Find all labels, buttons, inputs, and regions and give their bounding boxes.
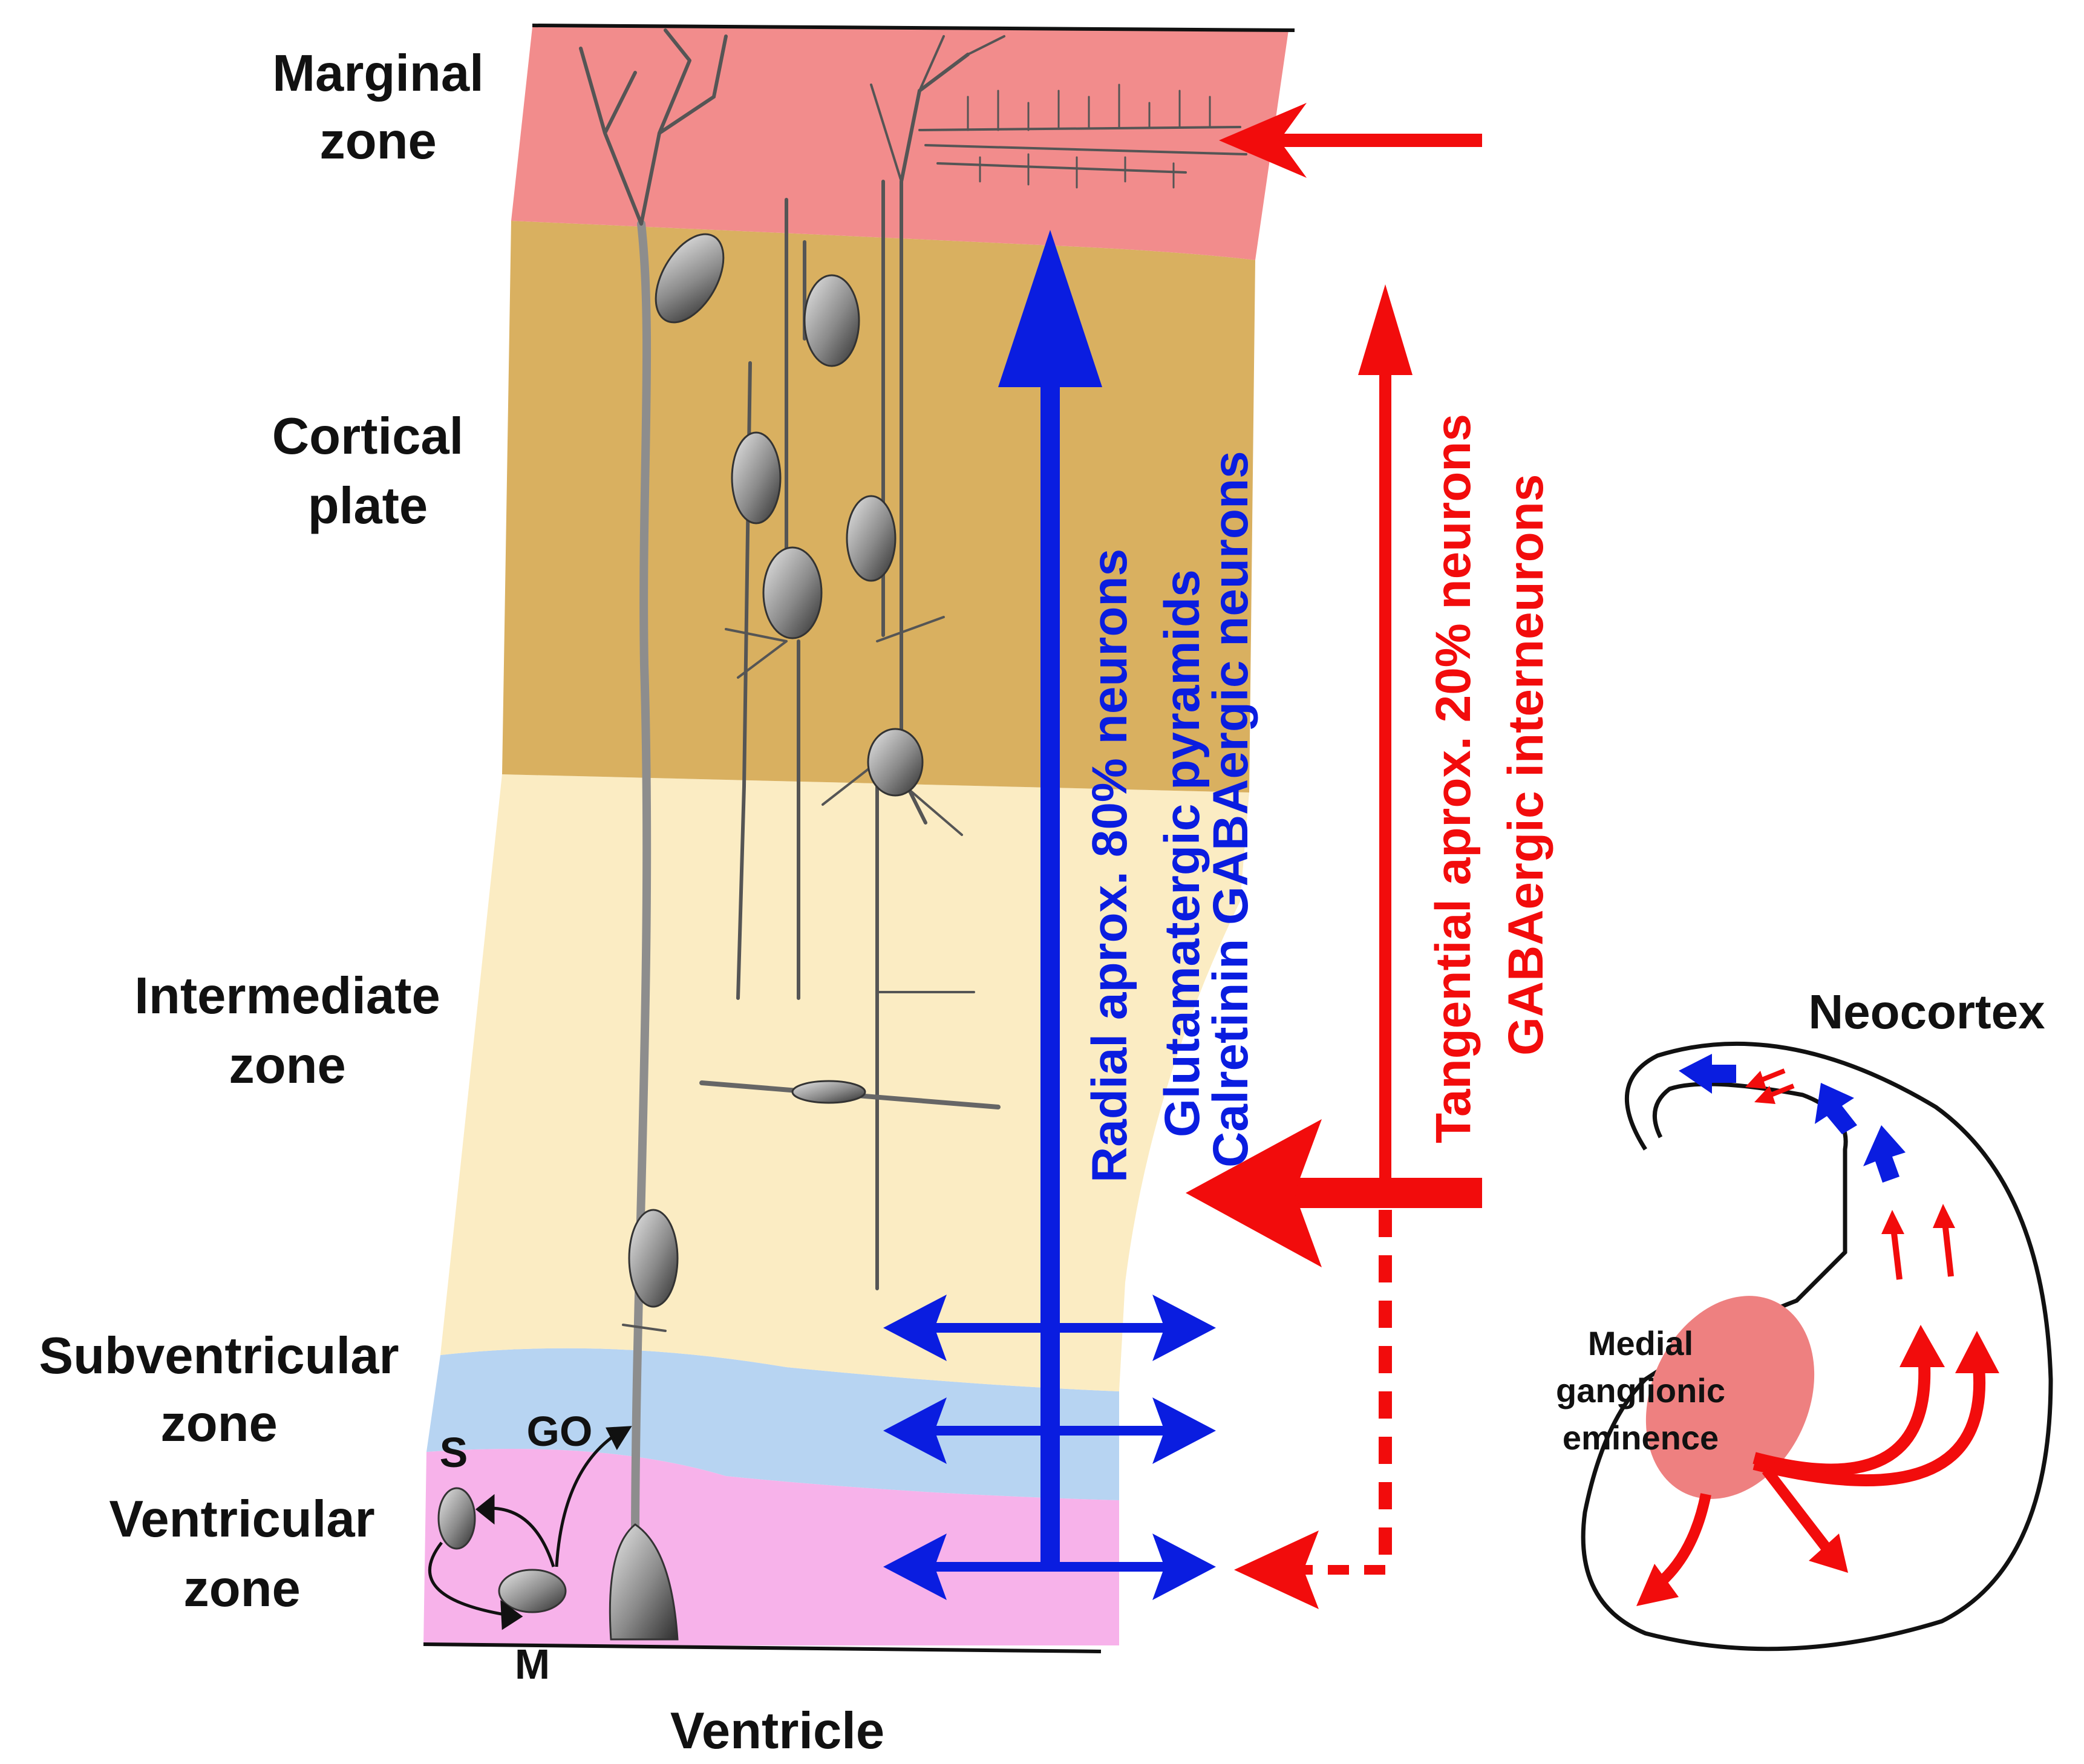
radial-migration-arrow bbox=[998, 230, 1102, 1567]
radial-label: Radial aprox. 80% neurons bbox=[1082, 549, 1137, 1183]
neocortex-title: Neocortex bbox=[1808, 985, 2045, 1039]
pyramidal-neuron-3 bbox=[846, 495, 897, 582]
dividing-cell-m bbox=[498, 1569, 567, 1613]
tangential-migration-arrows bbox=[1186, 103, 1482, 1609]
calretinin-label: Calretinin GABAergic neurons bbox=[1203, 451, 1258, 1168]
subventricular-zone-label: Subventricular bbox=[39, 1327, 399, 1385]
cell-labels: S GO M bbox=[440, 1408, 593, 1688]
pyramidal-neuron-2 bbox=[731, 431, 782, 524]
pyramidal-dendrites bbox=[736, 53, 970, 1000]
cell-cycle-arrows bbox=[428, 1426, 632, 1630]
go-phase-label: GO bbox=[527, 1408, 593, 1455]
eminence-label-3: eminence bbox=[1563, 1419, 1719, 1457]
marginal-zone-label-2: zone bbox=[319, 113, 437, 170]
pyramidal-neuron-1 bbox=[803, 274, 860, 367]
cajal-retzius-cell-processes bbox=[918, 126, 1247, 174]
ventricle-label: Ventricle bbox=[670, 1702, 884, 1760]
dividing-cell-s bbox=[437, 1487, 476, 1550]
pyramidal-neuron-5 bbox=[867, 728, 924, 797]
hemisphere-outline bbox=[1581, 1041, 2053, 1651]
medial-ganglionic-eminence-shape bbox=[1645, 1296, 1815, 1499]
tangential-labels: Tangential aprox. 20% neurons GABAergic … bbox=[1426, 414, 1553, 1143]
lateral-dispersion-arrows bbox=[883, 1295, 1216, 1600]
subventricular-zone-label-2: zone bbox=[160, 1395, 278, 1452]
neuron-somata bbox=[437, 233, 924, 1641]
pyramidal-neuron-4 bbox=[762, 546, 823, 639]
ventricle-surface-line bbox=[423, 1642, 1102, 1653]
eminence-label: Medial ganglionic eminence bbox=[1556, 1324, 1725, 1457]
ventricular-zone-label: Ventricular bbox=[109, 1491, 374, 1548]
m-phase-label: M bbox=[515, 1641, 550, 1688]
s-phase-label: S bbox=[440, 1429, 468, 1476]
migrating-neuron-lower bbox=[628, 1209, 679, 1308]
gabaergic-interneurons-label: GABAergic interneurons bbox=[1498, 474, 1553, 1056]
intermediate-zone-label: Intermediate bbox=[134, 967, 440, 1025]
intermediate-zone-label-2: zone bbox=[229, 1037, 346, 1094]
tangential-label: Tangential aprox. 20% neurons bbox=[1426, 414, 1481, 1143]
inset-red-arrows bbox=[1636, 1068, 1999, 1606]
marginal-zone-label: Marginal bbox=[272, 45, 484, 102]
cortical-plate-label: Cortical bbox=[272, 408, 463, 465]
radial-glia-soma bbox=[609, 1523, 679, 1641]
marginal-zone-band bbox=[511, 27, 1289, 260]
cortical-plate-label-2: plate bbox=[308, 477, 428, 535]
eminence-label-1: Medial bbox=[1588, 1324, 1693, 1362]
eminence-label-2: ganglionic bbox=[1556, 1371, 1725, 1410]
radial-labels: Radial aprox. 80% neurons Glutamatergic … bbox=[1082, 451, 1258, 1183]
radial-glia-fiber bbox=[631, 220, 652, 1553]
neuron-drawings bbox=[579, 28, 1247, 1553]
zone-labels: Marginal zone Cortical plate Intermediat… bbox=[39, 45, 884, 1760]
migrating-neuron-upper bbox=[655, 233, 725, 324]
pial-surface-line bbox=[532, 24, 1295, 32]
neocortex-inset: Neocortex Medial ganglionic eminence bbox=[1556, 985, 2053, 1651]
inset-blue-arrows bbox=[1679, 1054, 1906, 1183]
tangential-neuron bbox=[791, 1080, 866, 1104]
ventricular-zone-label-2: zone bbox=[183, 1560, 301, 1618]
glutamatergic-label: Glutamatergic pyramids bbox=[1155, 569, 1210, 1137]
